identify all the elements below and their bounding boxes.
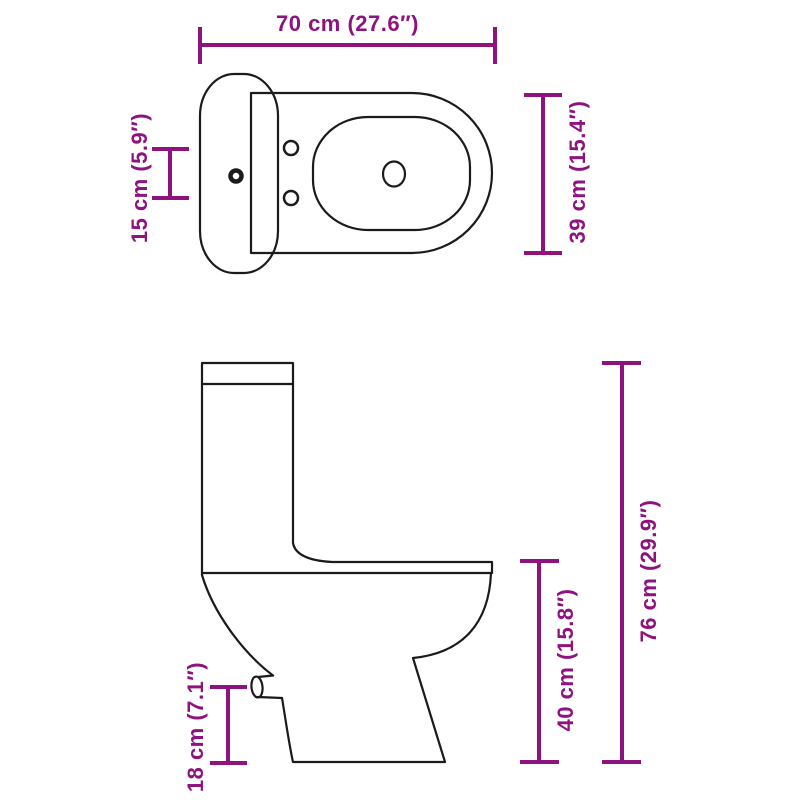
bowl-base-outline	[280, 571, 493, 764]
side-view-drawing	[200, 361, 494, 764]
seat-outline	[249, 91, 494, 255]
dim-line-seat-height	[520, 559, 559, 764]
tank-top-outline	[198, 72, 280, 275]
dim-line-hinge-spacing	[152, 147, 189, 200]
drain-hole	[381, 160, 407, 188]
tank-side-outline	[200, 361, 494, 577]
dim-line-width	[198, 27, 497, 64]
dim-line-outlet-height	[210, 685, 247, 765]
dim-label-depth: 39 cm (15.4″)	[565, 100, 590, 244]
top-view-drawing	[198, 72, 494, 275]
outlet-pipe-bottom	[256, 695, 284, 700]
dim-label-seat-height: 40 cm (15.8″)	[553, 588, 578, 732]
dim-line-depth	[524, 93, 562, 255]
outlet-pipe-top	[256, 674, 275, 679]
hinge-hole-top	[282, 139, 300, 157]
pedestal-left-profile	[200, 573, 275, 677]
dim-line-total-height	[602, 361, 641, 764]
dim-label-total-height: 76 cm (29.9″)	[636, 499, 661, 643]
hinge-hole-bottom	[282, 189, 300, 207]
outlet-pipe-cap	[250, 675, 264, 699]
dim-label-width: 70 cm (27.6″)	[275, 11, 419, 36]
bowl-opening-outline	[311, 115, 472, 232]
dimension-lines	[152, 27, 641, 765]
dim-label-outlet-height: 18 cm (7.1″)	[183, 661, 208, 793]
dim-label-hinge-spacing: 15 cm (5.9″)	[127, 112, 152, 244]
flush-button-icon	[228, 168, 244, 184]
